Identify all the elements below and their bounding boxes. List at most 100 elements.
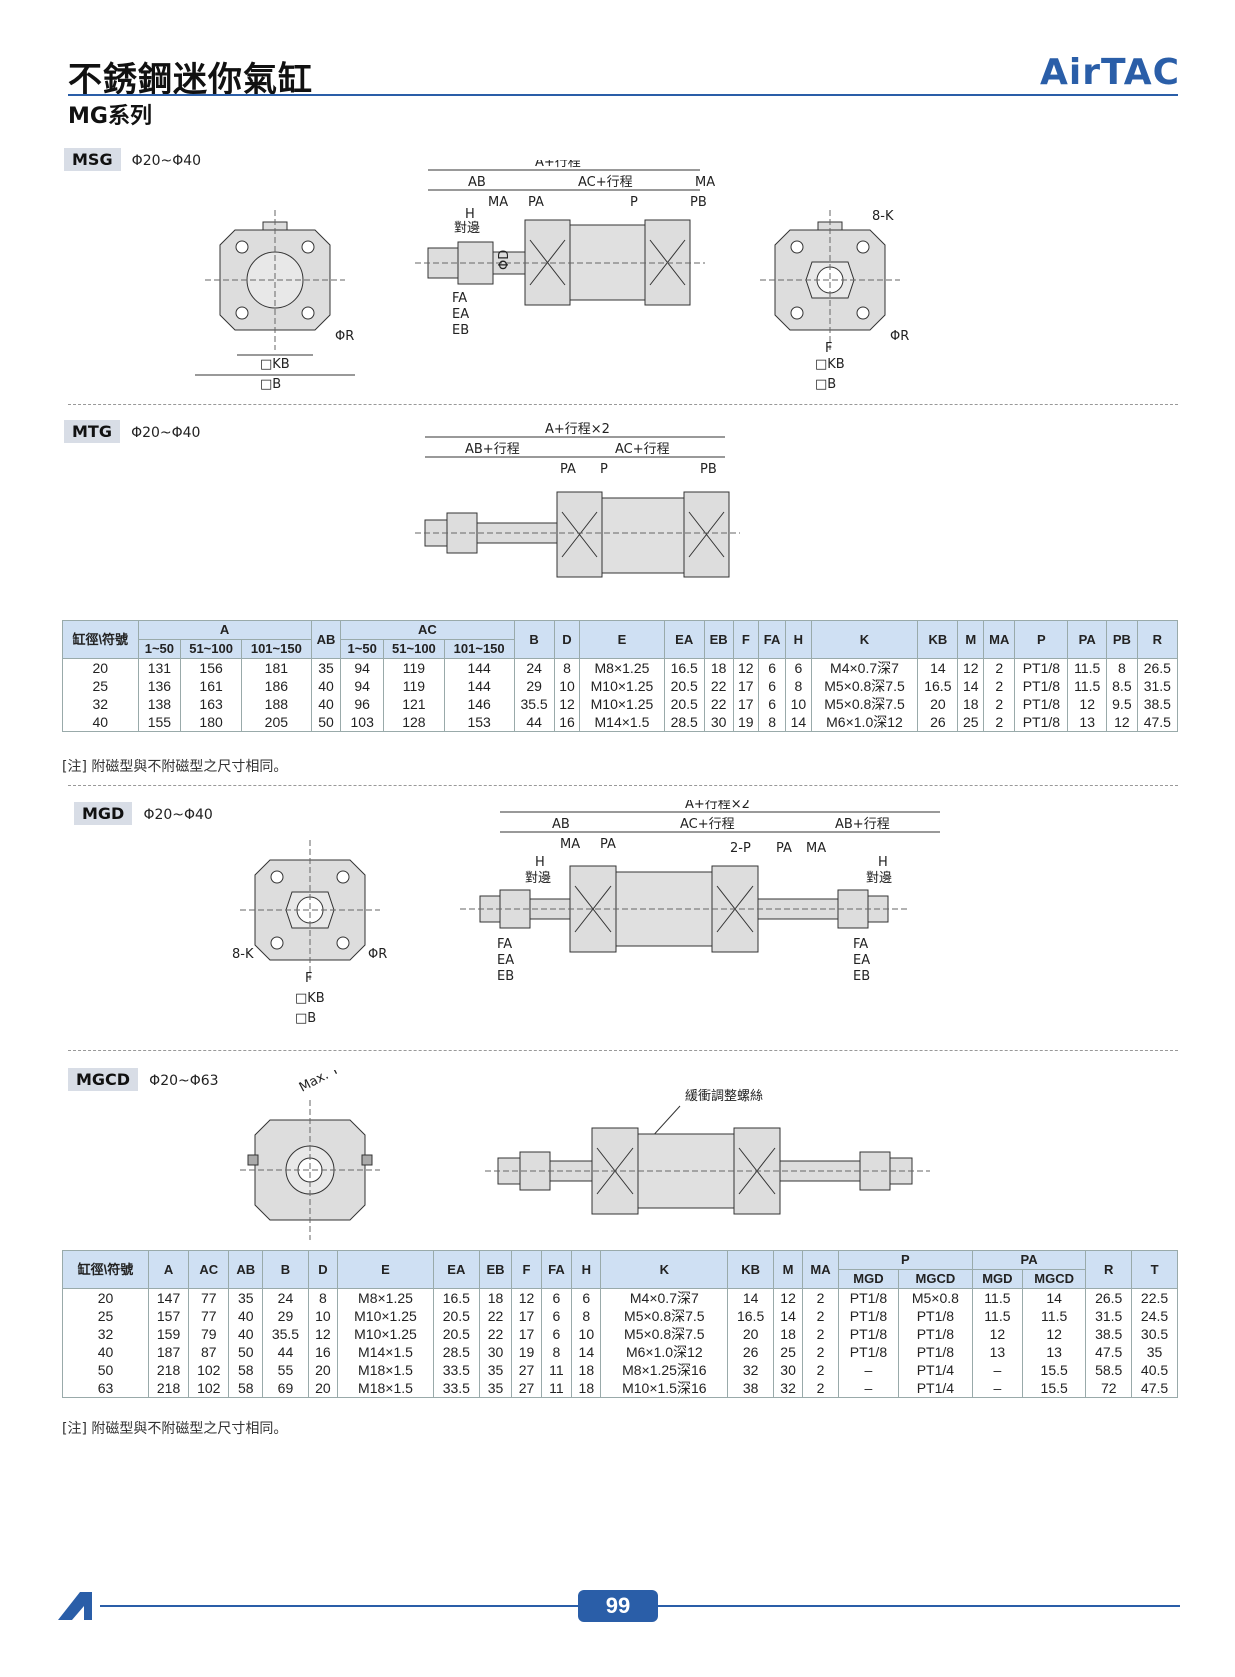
table-cell: 157	[147, 1307, 190, 1325]
table-cell: 44	[513, 713, 555, 732]
table-cell: 20	[727, 1325, 774, 1343]
mgd-ma2-label: MA	[806, 841, 826, 856]
table-cell: 163	[180, 695, 242, 713]
divider	[68, 404, 1178, 405]
mgd-h2-label: H	[878, 855, 888, 870]
table1-note: [注] 附磁型與不附磁型之尺寸相同。	[62, 759, 288, 775]
table-cell: 30.5	[1131, 1325, 1178, 1343]
table1-sub-header: 1~50	[137, 639, 182, 659]
table-cell: 17	[732, 695, 760, 713]
table-cell: 2	[983, 713, 1016, 732]
table-cell: 31.5	[1085, 1307, 1133, 1325]
mtg-pb-label: PB	[700, 462, 717, 477]
table-cell: 13	[1067, 713, 1108, 732]
mgcd-range: Φ20~Φ63	[149, 1073, 219, 1089]
table-cell: 22	[703, 695, 734, 713]
msg-front-view: □KB □B ΦR	[195, 210, 355, 390]
table-cell: 28.5	[663, 713, 705, 732]
table-cell: 63	[62, 1379, 149, 1398]
table-cell: 13	[971, 1343, 1023, 1361]
table-cell: PT1/8	[1014, 658, 1069, 677]
mgd-ab-stroke-label: AB+行程	[835, 817, 890, 832]
table-cell: M4×0.7深7	[810, 658, 919, 677]
table1-col-header: PA	[1067, 620, 1108, 659]
mgcd-max-t-label: Max. T	[297, 1070, 342, 1096]
table-cell: 2	[802, 1379, 839, 1398]
table2-header-pa: PA	[971, 1250, 1087, 1270]
brand-logo: AirTAC	[1040, 52, 1180, 93]
mtg-a-stroke-label: A+行程×2	[545, 422, 610, 437]
table1-col-header: E	[579, 620, 665, 659]
table-cell: 27	[511, 1361, 542, 1379]
table-cell: 6	[540, 1288, 573, 1307]
table-cell: 40	[228, 1307, 264, 1325]
table2-note: [注] 附磁型與不附磁型之尺寸相同。	[62, 1421, 288, 1437]
table-cell: 11.5	[971, 1307, 1023, 1325]
table-cell: 12	[1106, 713, 1138, 732]
table-cell: 20.5	[663, 677, 705, 695]
msg-f-label: F	[825, 341, 832, 356]
msg-ac-label: AC+行程	[578, 175, 633, 190]
table-cell: 94	[340, 677, 385, 695]
table-cell: M5×0.8	[897, 1288, 973, 1307]
table-cell: 40	[228, 1325, 264, 1343]
msg-r-label: ΦR	[335, 329, 354, 344]
msg-range: Φ20~Φ40	[131, 153, 202, 169]
table-cell: 13	[1021, 1343, 1087, 1361]
msg-d-label: ΦD	[497, 250, 512, 270]
table-cell: 25	[772, 1343, 804, 1361]
table-cell: 12	[553, 695, 581, 713]
table-cell: 32	[62, 695, 139, 713]
table-cell: 32	[772, 1379, 804, 1398]
table-cell: 20	[62, 658, 139, 677]
spec-table-msg-mtg: 缸徑\符號 A AB AC B D E EA EB F FA H K KB M …	[62, 620, 1179, 732]
table1-header-ac: AC	[340, 620, 515, 640]
table-cell: 146	[443, 695, 515, 713]
table2-col-header: M	[772, 1250, 804, 1289]
table2-col-header: H	[571, 1250, 602, 1289]
table-cell: 11.5	[971, 1288, 1023, 1307]
table-cell: –	[971, 1379, 1023, 1398]
msg-ab-label: AB	[468, 175, 486, 190]
table-cell: 187	[147, 1343, 190, 1361]
table2-col-header: EA	[432, 1250, 480, 1289]
table-cell: 24	[262, 1288, 309, 1307]
table-cell: 40	[310, 695, 342, 713]
mgcd-side-view: 緩衝調整螺絲	[485, 1089, 930, 1215]
table-cell: 2	[802, 1325, 839, 1343]
table1-col-header: F	[732, 620, 760, 659]
table-cell: 102	[188, 1361, 230, 1379]
table1-col-header: MA	[983, 620, 1016, 659]
msg-fa-label: FA	[452, 291, 467, 306]
table-cell: 14	[727, 1288, 774, 1307]
table-cell: 87	[188, 1343, 230, 1361]
table-cell: 103	[340, 713, 385, 732]
table-cell: 144	[443, 677, 515, 695]
table1-col-header: KB	[917, 620, 959, 659]
table-cell: 25	[957, 713, 985, 732]
table-cell: 24	[513, 658, 555, 677]
table-cell: 12	[1021, 1325, 1087, 1343]
table-cell: 8.5	[1106, 677, 1138, 695]
table-cell: 147	[147, 1288, 190, 1307]
table-cell: 14	[772, 1307, 804, 1325]
table-cell: 17	[511, 1307, 542, 1325]
table-cell: 16	[553, 713, 581, 732]
table-cell: 18	[772, 1325, 804, 1343]
table1-sub-header: 101~150	[240, 639, 312, 659]
table1-col-header: B	[513, 620, 555, 659]
table2-col-header: B	[262, 1250, 309, 1289]
table-cell: 35	[478, 1361, 513, 1379]
table-cell: 28.5	[432, 1343, 480, 1361]
table2-col-header: E	[337, 1250, 434, 1289]
table-cell: –	[837, 1379, 899, 1398]
table-cell: 8	[307, 1288, 339, 1307]
table-cell: 218	[147, 1379, 190, 1398]
table2-col-header: MA	[802, 1250, 839, 1289]
table-cell: M10×1.25	[337, 1307, 434, 1325]
table-cell: 24.5	[1131, 1307, 1178, 1325]
